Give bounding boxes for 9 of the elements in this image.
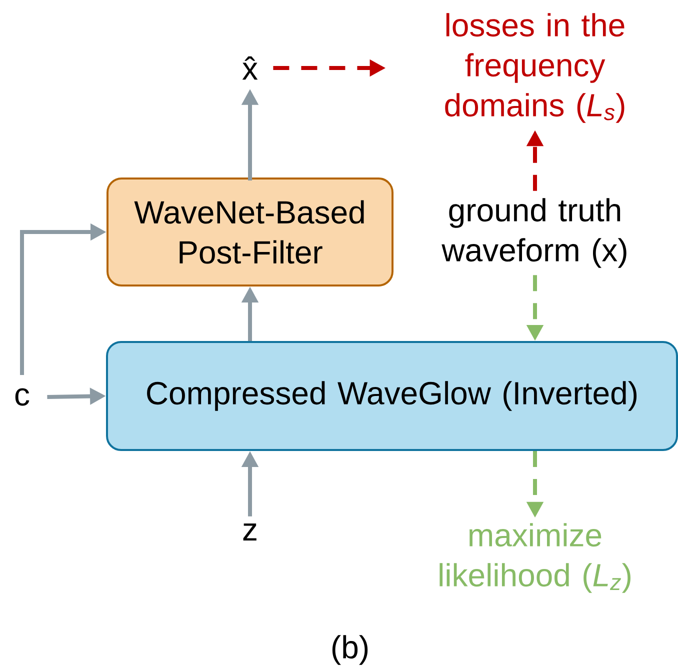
node-label: maximize likelihood (L$_{z}$) xyxy=(440,523,630,593)
process-box: Compressed WaveGlow (Inverted) xyxy=(106,340,678,451)
node-label: ground truth waveform (x) xyxy=(442,198,626,268)
process-box: WaveNet-Based Post-Filter xyxy=(106,178,394,286)
node-label: losses in the frequency domains (L$_{s}$) xyxy=(445,13,624,123)
node-label: c xyxy=(15,388,30,406)
node-label: x̂ xyxy=(242,56,258,80)
node-label: z xyxy=(243,524,256,540)
caption: (b) xyxy=(332,635,368,665)
